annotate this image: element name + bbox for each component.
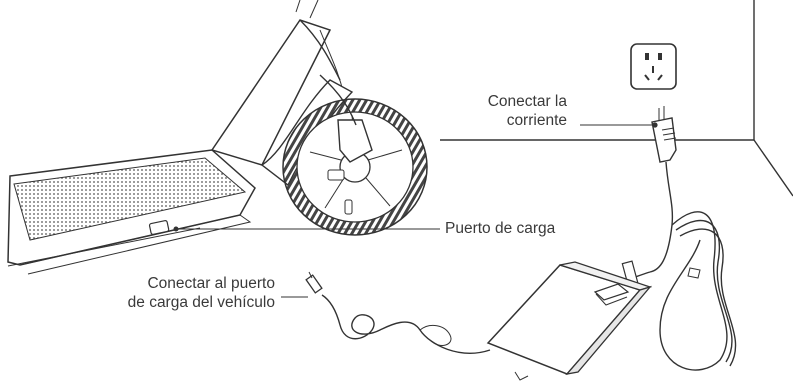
vehicle-label-line-2: de carga del vehículo xyxy=(127,294,275,311)
wall-socket-icon xyxy=(630,43,677,90)
vehicle-port-label: Conectar al puerto de carga del vehículo xyxy=(90,274,275,312)
power-cord xyxy=(619,161,737,371)
power-label-line-2: corriente xyxy=(506,112,567,129)
wall-corner xyxy=(440,0,793,197)
charging-port-label: Puerto de carga xyxy=(445,220,556,237)
power-adapter-icon xyxy=(486,261,653,381)
power-plug-icon xyxy=(651,106,677,163)
charging-port-icon xyxy=(148,220,170,235)
vehicle-label-line-1: Conectar al puerto xyxy=(147,275,275,292)
scooter-deck xyxy=(7,149,256,275)
power-label-line-1: Conectar la xyxy=(487,93,567,110)
front-wheel xyxy=(282,74,428,236)
leader-lines xyxy=(178,124,653,298)
power-connection-label: Conectar la corriente xyxy=(455,92,567,130)
output-cable xyxy=(305,271,491,354)
